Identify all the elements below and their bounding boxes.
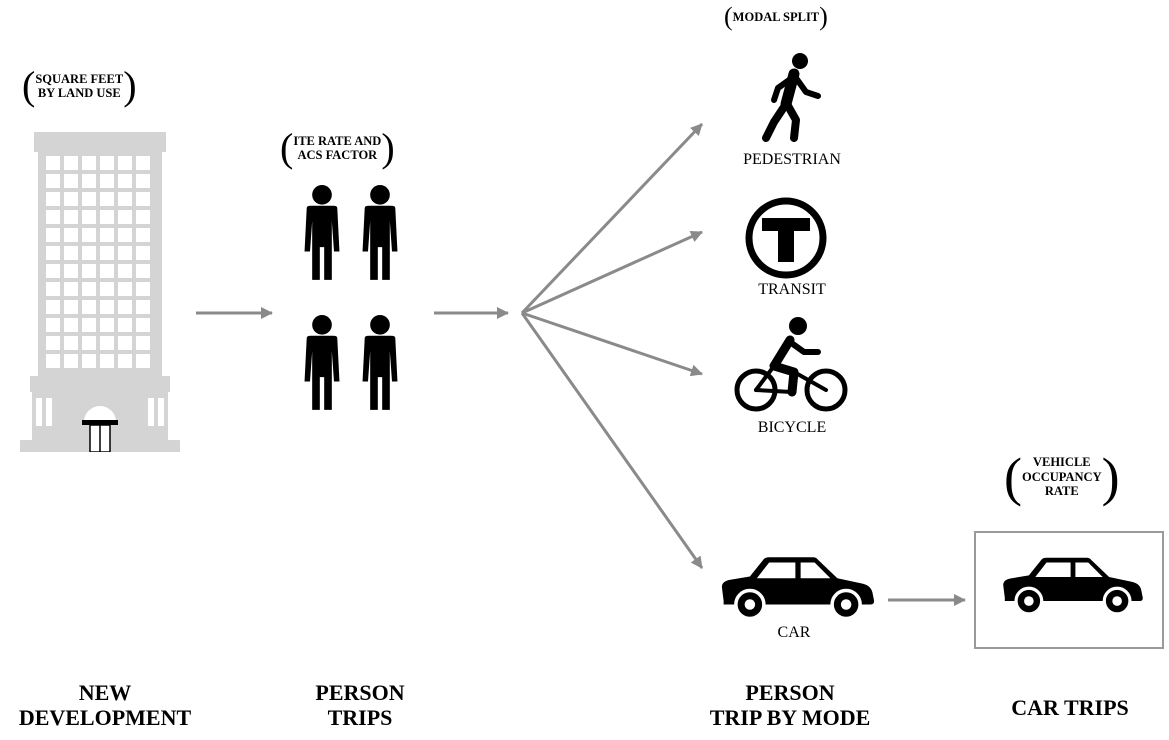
arrow-to-car xyxy=(520,312,704,569)
person-icon xyxy=(362,185,398,280)
stage-new-development: NEW DEVELOPMENT xyxy=(0,680,210,731)
mode-label-car: CAR xyxy=(777,624,811,641)
arrow-to-bicycle xyxy=(521,311,703,377)
car-icon xyxy=(1001,556,1145,616)
note-occupancy-line1: VEHICLE xyxy=(1032,455,1091,470)
note-occupancy-line3: RATE xyxy=(1044,484,1079,499)
stage-person-trips: PERSON TRIPS xyxy=(270,680,450,731)
note-ite-rate: ( ITE RATE AND ACS FACTOR ) xyxy=(280,125,395,170)
stage-person-trips-line1: PERSON xyxy=(315,680,405,705)
car-icon xyxy=(720,555,876,621)
note-modal-split-text: MODAL SPLIT xyxy=(732,9,820,24)
bicycle-icon xyxy=(734,317,848,412)
building-icon xyxy=(20,132,180,452)
mode-label-pedestrian: PEDESTRIAN xyxy=(743,151,841,168)
mode-label-bicycle: BICYCLE xyxy=(757,419,827,436)
note-land-use: ( SQUARE FEET BY LAND USE ) xyxy=(22,63,137,108)
stage-person-trips-line2: TRIPS xyxy=(327,705,393,731)
arrow-to-transit xyxy=(521,230,703,315)
mode-label-transit: TRANSIT xyxy=(758,281,826,298)
car-trips-box xyxy=(974,531,1164,649)
person-icon xyxy=(304,315,340,410)
stage-car-trips: CAR TRIPS xyxy=(980,695,1160,720)
stage-trip-by-mode: PERSON TRIP BY MODE xyxy=(680,680,900,731)
note-land-use-line1: SQUARE FEET xyxy=(35,71,124,86)
stage-new-development-line2: DEVELOPMENT xyxy=(18,705,192,731)
note-ite-line2: ACS FACTOR xyxy=(297,148,378,162)
pedestrian-icon xyxy=(762,53,821,142)
note-land-use-line2: BY LAND USE xyxy=(37,86,121,100)
transit-t-icon xyxy=(745,197,827,279)
stage-car-trips-line1: CAR TRIPS xyxy=(1011,695,1129,720)
note-modal-split: ( MODAL SPLIT ) xyxy=(724,2,828,31)
person-icon xyxy=(362,315,398,410)
note-ite-line1: ITE RATE AND xyxy=(293,133,382,148)
stage-trip-by-mode-line2: TRIP BY MODE xyxy=(709,705,871,731)
arrow-to-pedestrian xyxy=(520,122,704,315)
person-icon xyxy=(304,185,340,280)
stage-new-development-line1: NEW xyxy=(78,680,132,705)
note-occupancy-line2: OCCUPANCY xyxy=(1021,469,1102,484)
note-occupancy: ( VEHICLE OCCUPANCY RATE ) xyxy=(1004,447,1120,507)
stage-trip-by-mode-line1: PERSON xyxy=(745,680,835,705)
